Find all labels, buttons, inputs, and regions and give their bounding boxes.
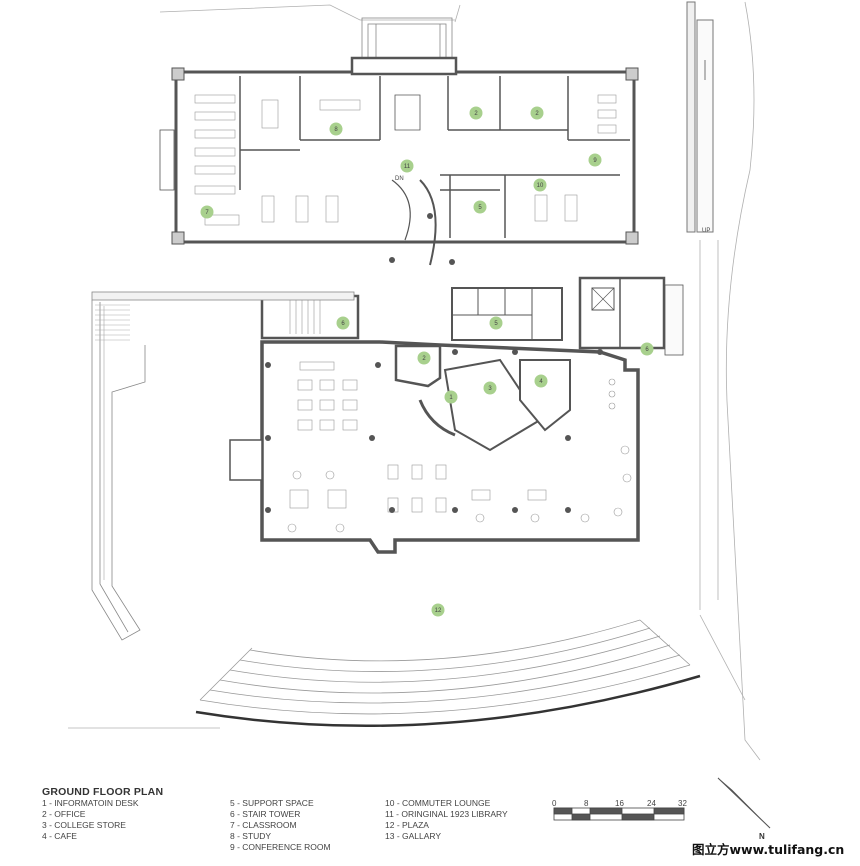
room-marker-label: 1: [449, 395, 453, 401]
columns: [265, 213, 603, 513]
room-marker: [469, 106, 483, 120]
room-marker-label: 2: [422, 356, 426, 362]
scale-tick-label: 16: [615, 799, 624, 808]
legend-item: 11 - ORINGINAL 1923 LIBRARY: [385, 809, 508, 819]
room-marker-label: 6: [645, 347, 649, 353]
legend-item: 8 - STUDY: [230, 831, 272, 841]
west-terrace: [91, 291, 355, 641]
room-marker: [400, 159, 414, 173]
room-marker: [444, 390, 458, 404]
plan-title: GROUND FLOOR PLAN: [42, 786, 164, 798]
scale-tick-label: 32: [678, 799, 687, 808]
room-marker-label: 5: [478, 205, 482, 211]
room-marker: [483, 381, 497, 395]
north-arrow-icon: [717, 777, 771, 829]
room-marker: [533, 178, 547, 192]
site-context: [68, 1, 761, 761]
legend-item: 2 - OFFICE: [42, 809, 86, 819]
north-label: N: [759, 832, 765, 841]
room-marker: [588, 153, 602, 167]
main-furniture: [287, 361, 632, 533]
library-1923: [159, 56, 639, 266]
watermark: 图立方www.tulifang.cn: [692, 842, 845, 857]
room-marker: [417, 351, 431, 365]
legend-item: 5 - SUPPORT SPACE: [230, 798, 314, 808]
room-marker: [200, 205, 214, 219]
legend-item: 3 - COLLEGE STORE: [42, 820, 126, 830]
up-tag: UP: [702, 228, 710, 234]
scale-tick-label: 0: [552, 799, 557, 808]
legend-item: 10 - COMMUTER LOUNGE: [385, 798, 491, 808]
room-marker-label: 7: [205, 210, 209, 216]
legend-column-1: 1 - INFORMATOIN DESK 2 - OFFICE 3 - COLL…: [42, 798, 139, 842]
room-marker: [530, 106, 544, 120]
room-marker-label: 11: [404, 164, 411, 170]
room-marker: [336, 316, 350, 330]
room-marker-label: 12: [435, 608, 442, 614]
legend-item: 13 - GALLARY: [385, 831, 442, 841]
room-marker-label: 6: [341, 321, 345, 327]
room-marker-label: 9: [593, 158, 597, 164]
room-marker: [489, 316, 503, 330]
room-marker: [431, 603, 445, 617]
legend-item: 1 - INFORMATOIN DESK: [42, 798, 139, 808]
library-furniture: [194, 94, 617, 226]
legend-item: 7 - CLASSROOM: [230, 820, 297, 830]
scale-tick-label: 8: [584, 799, 589, 808]
legend-item: 12 - PLAZA: [385, 820, 429, 830]
legend-item: 6 - STAIR TOWER: [230, 809, 301, 819]
room-marker-label: 4: [539, 379, 543, 385]
room-marker-label: 10: [537, 183, 544, 189]
room-marker: [329, 122, 343, 136]
east-boundary-walls: [686, 1, 714, 233]
plaza-amphitheater: [195, 619, 701, 728]
legend-column-3: 10 - COMMUTER LOUNGE 11 - ORINGINAL 1923…: [385, 798, 508, 842]
legend-item: 9 - CONFERENCE ROOM: [230, 842, 331, 852]
room-marker: [534, 374, 548, 388]
room-marker-label: 2: [474, 111, 478, 117]
down-tag: DN: [395, 176, 404, 182]
scale-bar: [553, 807, 685, 821]
room-marker-label: 3: [488, 386, 492, 392]
room-marker-label: 5: [494, 321, 498, 327]
room-marker: [473, 200, 487, 214]
room-marker-label: 8: [334, 127, 338, 133]
portico: [361, 17, 453, 59]
scale-tick-label: 24: [647, 799, 656, 808]
room-marker-label: 2: [535, 111, 539, 117]
room-marker: [640, 342, 654, 356]
legend-column-2: 5 - SUPPORT SPACE 6 - STAIR TOWER 7 - CL…: [230, 798, 331, 853]
legend-item: 4 - CAFE: [42, 831, 77, 841]
